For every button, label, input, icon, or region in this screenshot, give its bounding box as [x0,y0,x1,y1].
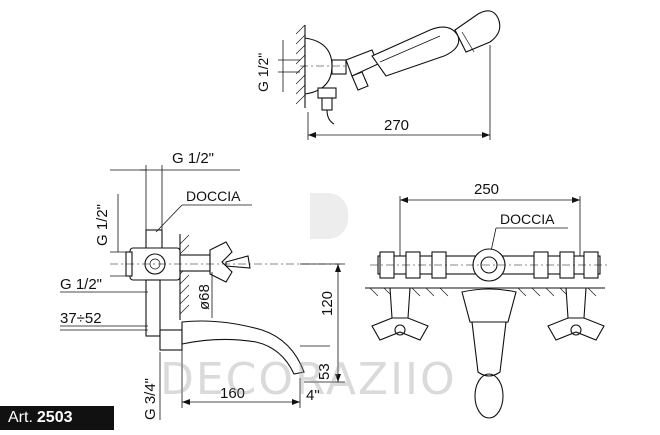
article-tag: Art.2503 [0,406,114,430]
hand-shower-view: G 1/2" 270 [255,10,501,140]
height-120-label: 120 [319,291,336,316]
side-view: G 1/2" G 1/2" G 1/2" 37÷52 DOCCIA ø68 12… [60,150,345,420]
spout-thread-label: G 3/4" [142,378,159,420]
front-view: 250 DOCCIA [365,181,610,419]
side-vert-thread-label: G 1/2" [94,204,111,246]
doccia-side-label: DOCCIA [186,188,241,204]
spout-length-label: 160 [220,385,245,402]
side-top-thread-label: G 1/2" [172,150,214,167]
article-prefix: Art. [8,409,33,426]
diameter-label: ø68 [196,284,213,310]
side-left-thread-label: G 1/2" [60,276,102,293]
height-53-label: 53 [316,363,333,380]
shower-width-label: 270 [384,117,409,134]
shower-thread-label: G 1/2" [255,53,271,92]
front-width-label: 250 [474,181,499,198]
range-label: 37÷52 [60,310,102,327]
article-number: 2503 [36,409,73,426]
spout-4-label: 4" [306,387,320,404]
doccia-front-label: DOCCIA [500,211,555,227]
